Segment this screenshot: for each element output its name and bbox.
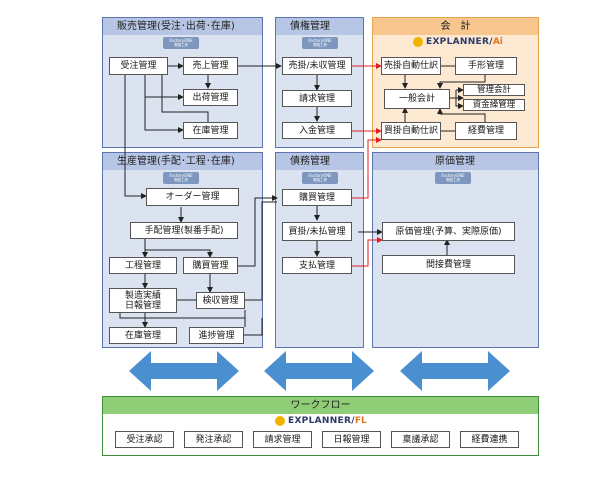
indirect-cost-mgmt-box[interactable]: 間接費管理 [382, 255, 515, 274]
inventory-mgmt-sales-box[interactable]: 在庫管理 [183, 122, 238, 139]
workflow-item-billing[interactable]: 請求管理 [253, 431, 312, 448]
costing-panel-title: 原価管理 [373, 153, 538, 170]
bill-mgmt-box[interactable]: 手形管理 [455, 57, 517, 75]
deposit-mgmt-box[interactable]: 入金管理 [282, 122, 352, 139]
workflow-item-expense-link[interactable]: 経費連携 [460, 431, 519, 448]
purchasing-mgmt-prod-box[interactable]: 購買管理 [183, 257, 238, 274]
double-arrow-icon [264, 351, 374, 391]
double-arrow-icon [129, 351, 239, 391]
explanner-ai-logo: EXPLANNER/Ai [413, 36, 503, 48]
managerial-accounting-box[interactable]: 管理会計 [463, 84, 525, 96]
accounting-panel-title: 会 計 [373, 18, 538, 35]
sales-panel-title: 販売管理(受注･出荷･在庫) [103, 18, 262, 35]
workflow-panel-title: ワークフロー [103, 397, 538, 414]
double-arrow-icon [400, 351, 510, 391]
payables-panel-title: 債務管理 [276, 153, 363, 170]
acceptance-mgmt-box[interactable]: 検収管理 [196, 292, 245, 309]
production-panel-title: 生産管理(手配･工程･在庫) [103, 153, 262, 170]
arrangement-mgmt-box[interactable]: 手配管理(製番手配) [130, 222, 238, 239]
sales-auto-journal-box[interactable]: 売掛自動仕訳 [381, 57, 441, 75]
shipping-mgmt-box[interactable]: 出荷管理 [183, 89, 238, 106]
billing-mgmt-box[interactable]: 請求管理 [282, 90, 352, 107]
receivables-panel-title: 債権管理 [276, 18, 363, 35]
explanner-fl-logo: EXPLANNER/FL [275, 415, 367, 427]
payment-mgmt-box[interactable]: 支払管理 [282, 257, 352, 274]
ar-mgmt-box[interactable]: 売掛/未収管理 [282, 57, 352, 75]
purchasing-mgmt-box[interactable]: 購買管理 [282, 189, 352, 206]
order-management-box[interactable]: オーダー管理 [146, 188, 239, 206]
expense-mgmt-box[interactable]: 経費管理 [455, 122, 517, 140]
workflow-item-order-approval[interactable]: 受注承認 [115, 431, 174, 448]
progress-mgmt-box[interactable]: 進捗管理 [189, 327, 244, 344]
process-mgmt-box[interactable]: 工程管理 [109, 257, 177, 274]
workflow-item-ringi-approval[interactable]: 稟議承認 [391, 431, 450, 448]
explanner-mark-icon [275, 416, 285, 426]
inventory-mgmt-prod-box[interactable]: 在庫管理 [109, 327, 177, 344]
general-ledger-box[interactable]: 一般会計 [384, 89, 450, 109]
ap-mgmt-box[interactable]: 買掛/未払管理 [282, 222, 352, 241]
manufacturing-results-box[interactable]: 製造実績 日報管理 [109, 288, 177, 313]
cost-mgmt-box[interactable]: 原価管理(予算、実際原価) [382, 222, 515, 241]
order-mgmt-box[interactable]: 受注管理 [109, 57, 168, 75]
explanner-mark-icon [413, 37, 423, 47]
workflow-item-daily-report[interactable]: 日報管理 [322, 431, 381, 448]
workflow-item-purchase-approval[interactable]: 発注承認 [184, 431, 243, 448]
cash-flow-mgmt-box[interactable]: 資金繰管理 [463, 99, 525, 111]
purchase-auto-journal-box[interactable]: 買掛自動仕訳 [381, 122, 441, 140]
sales-mgmt-box[interactable]: 売上管理 [183, 57, 238, 75]
